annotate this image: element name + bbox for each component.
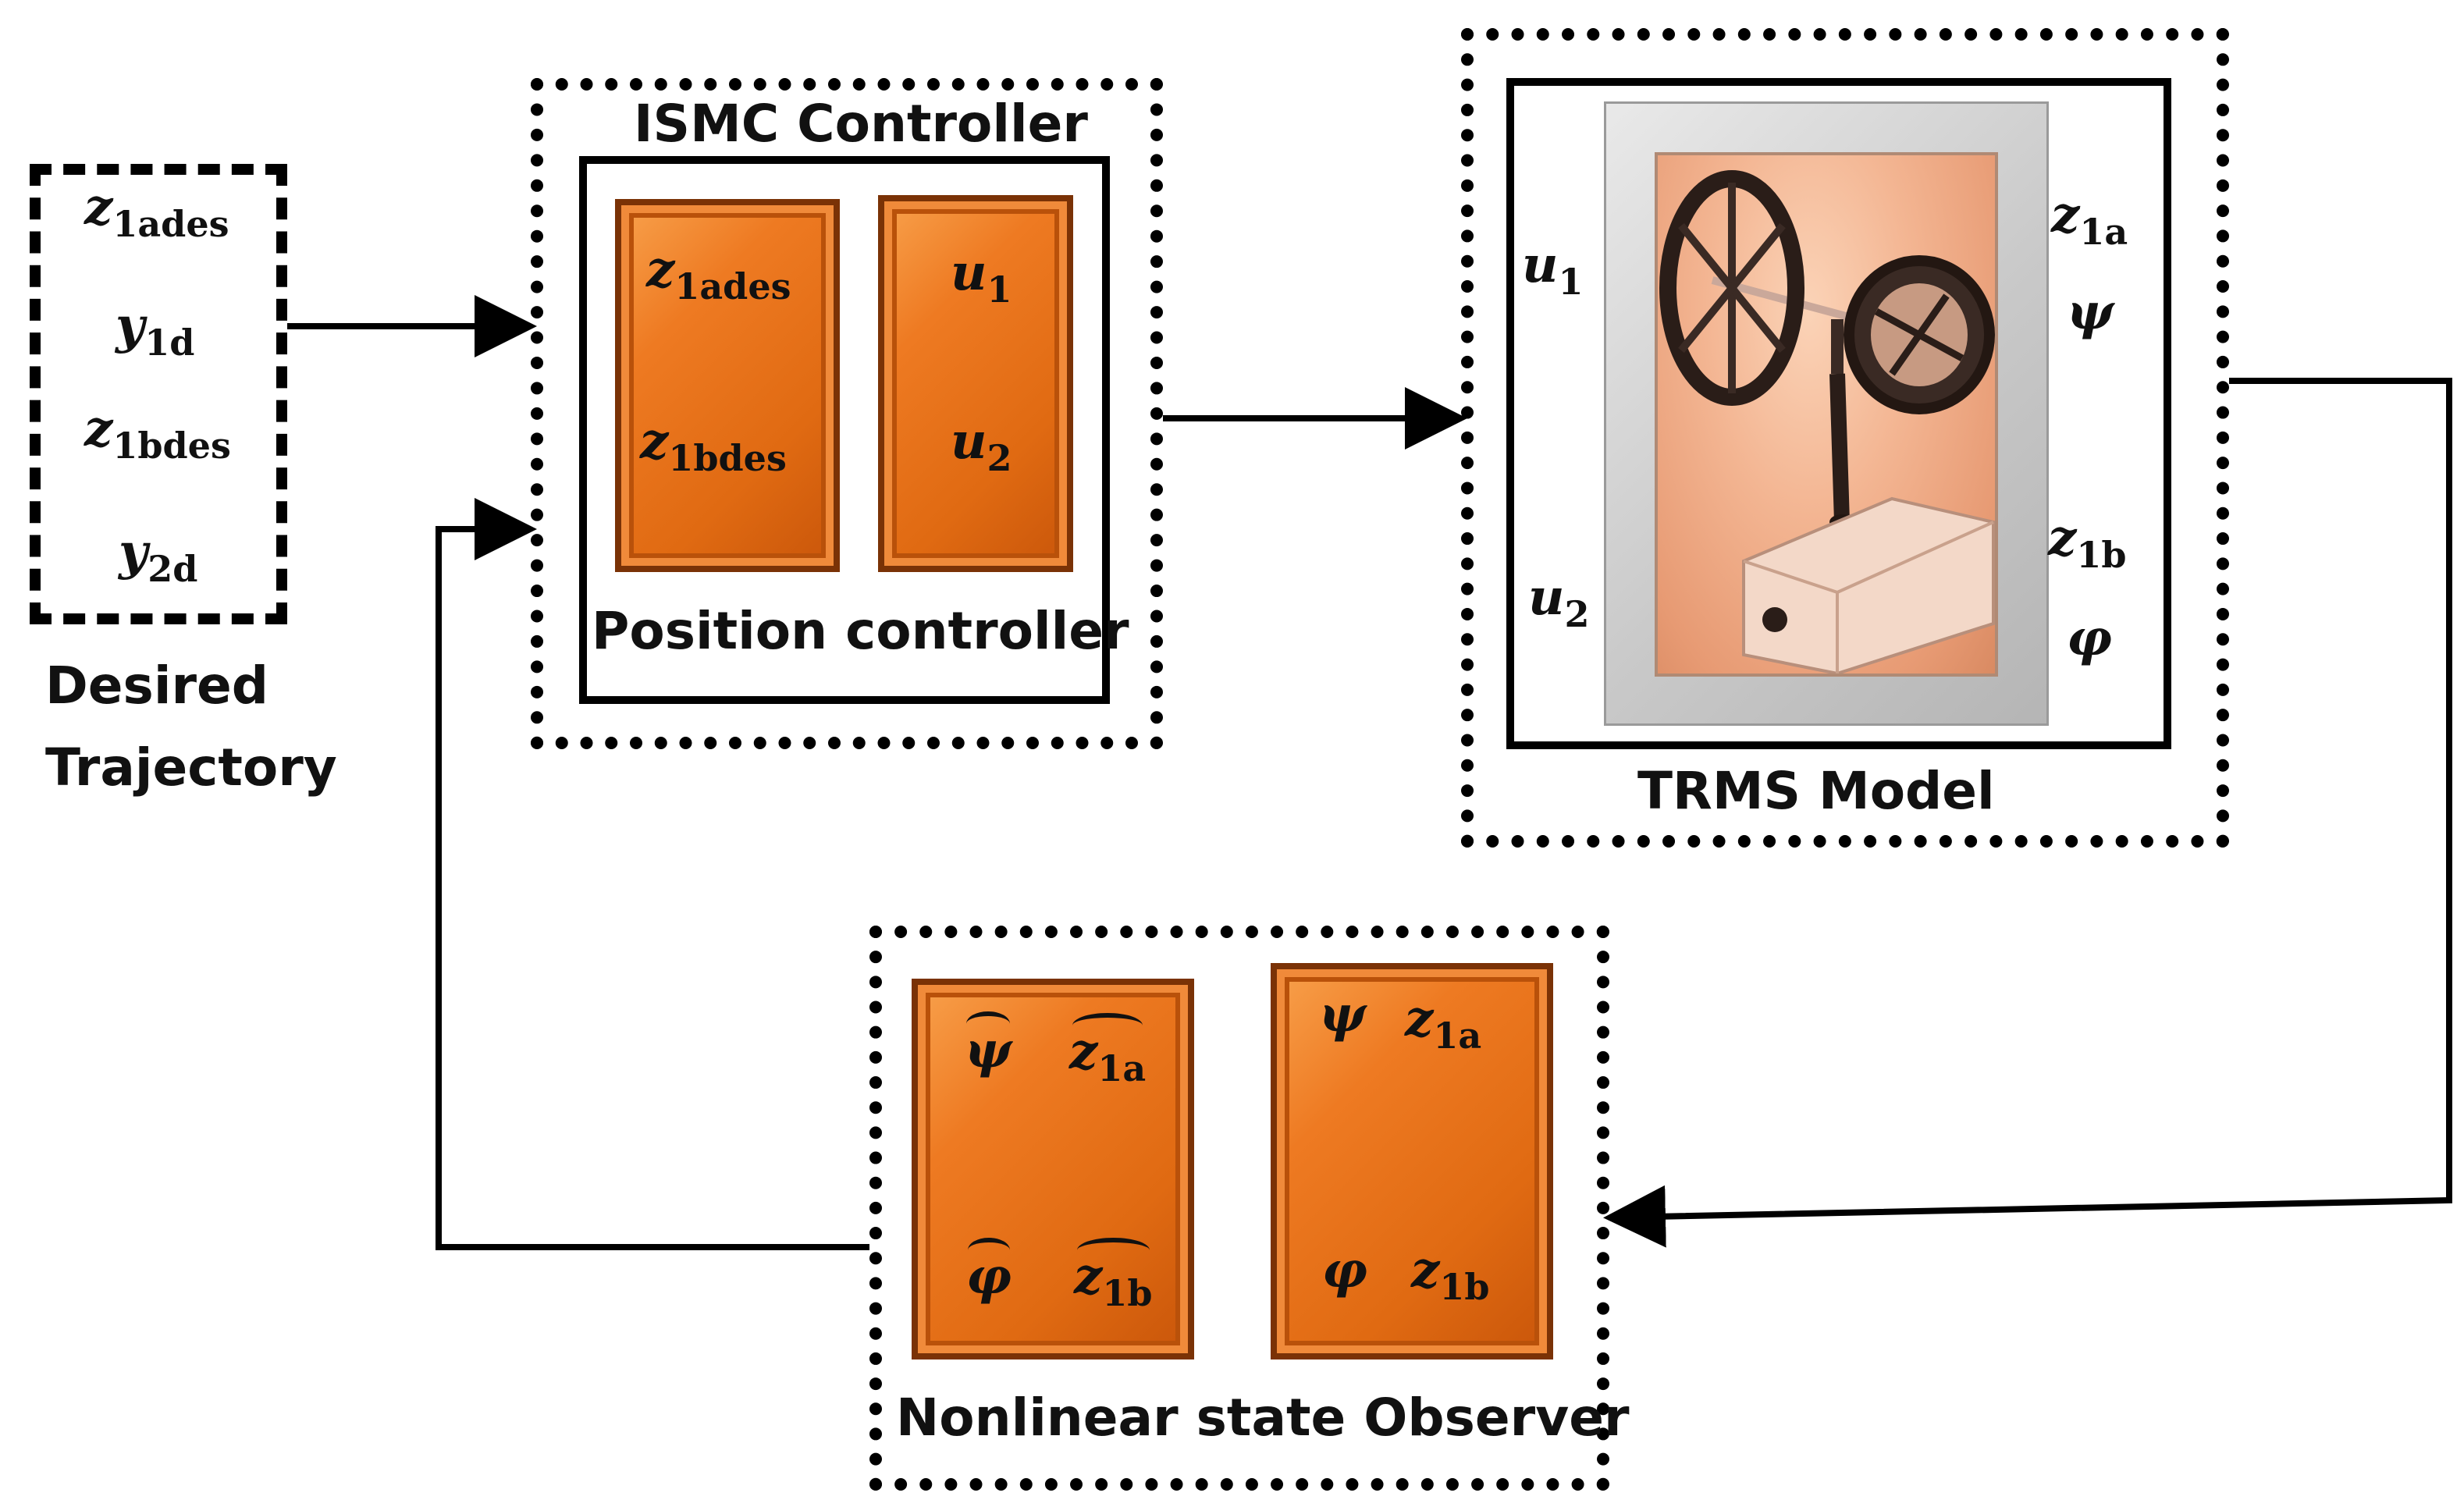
estimate-z1a-hat: z1a	[1069, 1013, 1147, 1089]
trms-input-u1: u1	[1522, 236, 1584, 303]
arrow-trms-to-observer	[1603, 378, 2452, 1248]
trms-model-box	[1461, 28, 2229, 848]
signal-y1d-ref: y1d	[116, 297, 195, 364]
estimate-psi-hat: ψ	[965, 1011, 1012, 1079]
measured-phi: φ	[1322, 1241, 1367, 1299]
block-u2: u2	[951, 412, 1012, 479]
observer-title: Nonlinear state Observer	[896, 1388, 1630, 1448]
reference-block	[615, 199, 840, 572]
measured-z1b: z1b	[1411, 1241, 1490, 1308]
signal-z1bdes-ref: z1bdes	[84, 400, 231, 467]
desired-caption-line2: Trajectory	[45, 738, 337, 798]
desired-trajectory-box	[30, 164, 287, 624]
trms-photo	[1655, 152, 1998, 677]
trms-output-z1b: z1b	[2048, 509, 2127, 576]
trms-apparatus-sketch	[1659, 170, 1995, 676]
observer-box	[869, 926, 1609, 1491]
ismc-controller-title: ISMC Controller	[634, 94, 1088, 154]
signal-z1ades-ref: z1ades	[84, 178, 229, 245]
arrow-observer-feedback	[436, 498, 869, 1250]
trms-output-psi: ψ	[2067, 283, 2114, 341]
desired-caption-line1: Desired	[45, 656, 269, 716]
trms-output-z1a: z1a	[2051, 186, 2128, 253]
measured-states-block	[1271, 963, 1553, 1359]
trms-output-phi: φ	[2067, 609, 2112, 667]
signal-y2d-ref: y2d	[119, 523, 198, 590]
measured-psi: ψ	[1319, 985, 1367, 1043]
measured-z1a: z1a	[1405, 990, 1482, 1057]
position-controller-label: Position controller	[592, 601, 1129, 661]
trms-model-title: TRMS Model	[1637, 761, 1995, 821]
block-z1bdes: z1bdes	[640, 412, 787, 479]
estimate-z1b-hat: z1b	[1074, 1238, 1153, 1314]
trms-input-u2: u2	[1528, 568, 1590, 635]
estimated-states-block	[912, 979, 1194, 1359]
control-input-block	[878, 195, 1073, 572]
block-u1: u1	[951, 243, 1012, 311]
estimate-phi-hat: φ	[966, 1238, 1012, 1306]
ismc-controller-box	[531, 78, 1163, 749]
block-z1ades: z1ades	[646, 240, 791, 307]
